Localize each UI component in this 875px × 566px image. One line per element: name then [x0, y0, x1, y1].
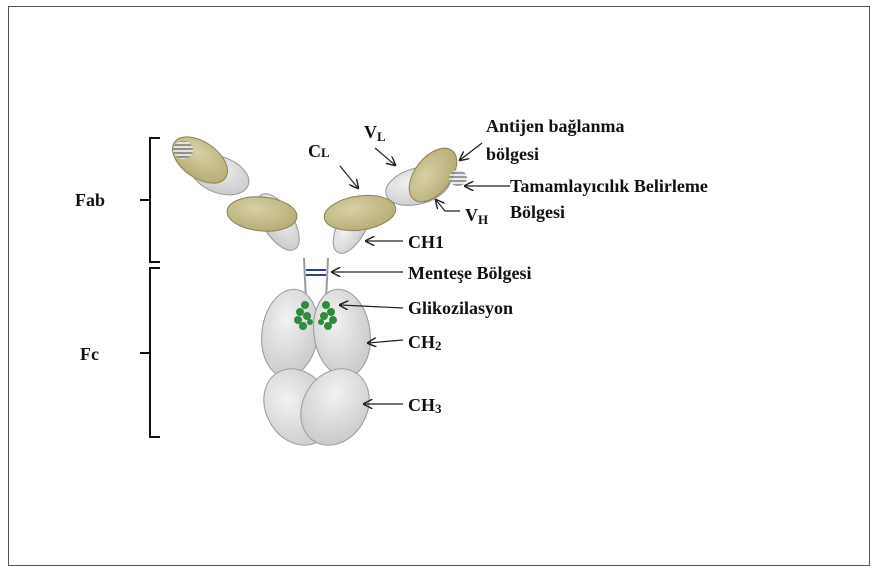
left-cdr-stripes	[173, 141, 193, 159]
right-cl-domain	[322, 191, 398, 235]
ch3-label: CH3	[408, 395, 442, 416]
hinge-strands	[304, 258, 328, 300]
antigen-binding-line2: bölgesi	[486, 144, 539, 164]
right-ch2-domain	[308, 286, 376, 381]
hinge-label: Menteşe Bölgesi	[408, 263, 531, 283]
fab-label: Fab	[75, 190, 105, 210]
glycosylation-label: Glikozilasyon	[408, 298, 513, 318]
vh-label: VH	[465, 205, 488, 227]
ch2-label: CH2	[408, 332, 442, 353]
right-cdr-stripes	[449, 170, 467, 186]
ch1-label: CH1	[408, 232, 444, 252]
cdr-line1: Tamamlayıcılık Belirleme	[510, 176, 708, 196]
vl-label: VL	[364, 122, 386, 144]
antigen-binding-line1: Antijen bağlanma	[486, 116, 625, 136]
cdr-line2: Bölgesi	[510, 202, 565, 222]
cl-label: CL	[308, 141, 330, 161]
fab-bracket	[140, 138, 160, 262]
fc-label: Fc	[80, 344, 99, 364]
fc-bracket	[140, 268, 160, 437]
